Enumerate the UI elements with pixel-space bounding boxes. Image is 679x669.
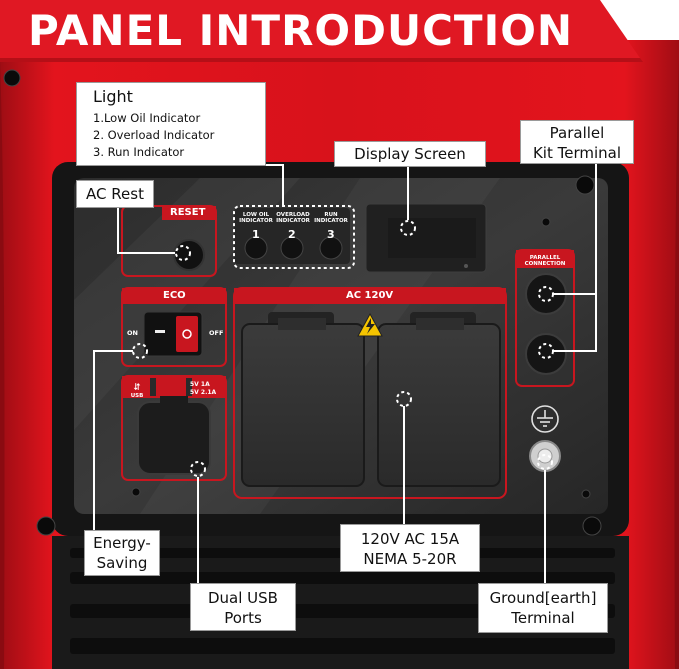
indicator-number-1: 1 [252,228,260,241]
indicator-number-3: 3 [327,228,335,241]
parallel-terminal-bottom [525,333,567,375]
ground-callout: Ground[earth] Terminal [478,583,608,633]
title-banner [0,0,643,62]
reset-label: RESET [170,207,206,218]
display-screen-callout: Display Screen [334,141,486,167]
eco-off-label: OFF [209,329,224,337]
light-item-low-oil: 1.Low Oil Indicator [93,111,201,125]
indicator-label-run: RUN INDICATOR [314,212,348,224]
indicator-label-overload: OVERLOAD INDICATOR [276,212,310,224]
ac-outlet-left [241,312,365,487]
eco-on-label: ON [127,329,138,337]
indicator-lights [244,236,343,260]
light-callout-title: Light [93,87,133,106]
dual-usb-callout: Dual USB Ports [190,583,296,631]
light-item-run: 3. Run Indicator [93,145,185,159]
parallel-callout: Parallel Kit Terminal [520,120,634,164]
energy-saving-callout: Energy- Saving [84,530,160,576]
light-item-overload: 2. Overload Indicator [93,128,215,142]
page-title: PANEL INTRODUCTION [28,6,574,55]
warning-triangle-icon [357,312,383,337]
ac-rest-callout: AC Rest [76,180,154,208]
parallel-connection-label: PARALLEL CONNECTION [524,255,566,267]
usb-cover [137,401,211,475]
indicator-label-low-oil: LOW OIL INDICATOR [239,212,273,224]
usb-rating-label: 5V 1A 5V 2.1A [190,381,217,396]
ac-120v-label: AC 120V [346,290,394,301]
eco-label: ECO [163,290,186,301]
ac-outlet-right [377,312,501,487]
ac-outlet-callout: 120V AC 15A NEMA 5-20R [340,524,480,572]
light-callout: Light 1.Low Oil Indicator 2. Overload In… [76,82,266,166]
ground-icon [531,405,559,433]
indicator-number-2: 2 [288,228,296,241]
usb-icon: ⮃ USB [130,383,144,400]
